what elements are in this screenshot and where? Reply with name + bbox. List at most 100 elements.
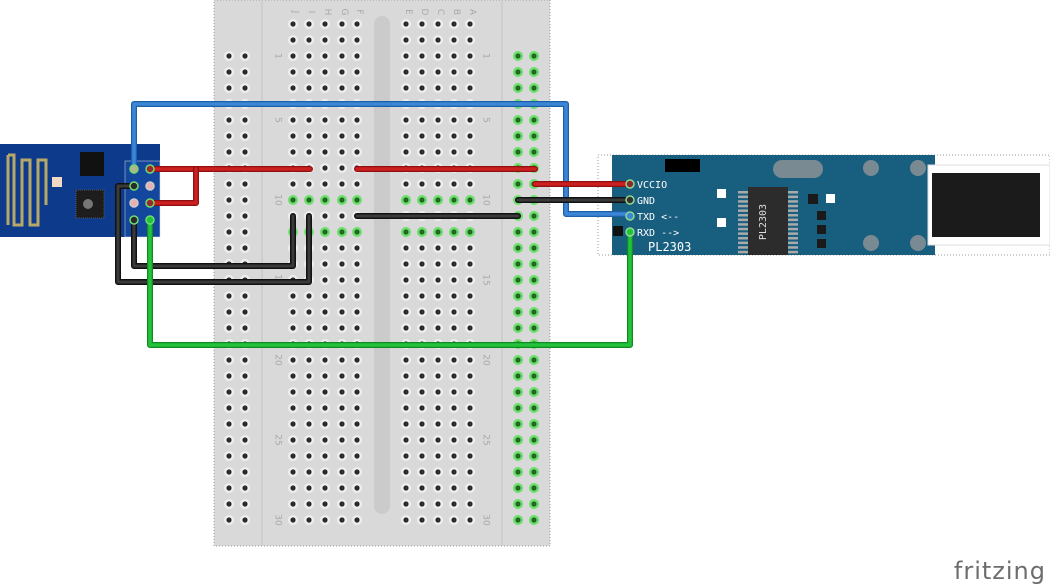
breadboard-hole-center <box>322 293 328 299</box>
rail-hole-center <box>226 53 232 59</box>
rail-hole-center <box>531 453 537 459</box>
rail-hole-center <box>242 309 248 315</box>
breadboard-hole-center <box>322 133 328 139</box>
breadboard-hole-center <box>403 133 409 139</box>
breadboard-hole-center <box>435 133 441 139</box>
esp-pin-gnd[interactable] <box>129 164 139 174</box>
rail-hole-center <box>515 293 521 299</box>
breadboard-hole-center <box>403 453 409 459</box>
breadboard-hole-center <box>467 293 473 299</box>
breadboard-hole-center <box>451 325 457 331</box>
breadboard-hole-center <box>354 133 360 139</box>
breadboard-hole-center <box>306 405 312 411</box>
breadboard-hole-center <box>435 85 441 91</box>
rail-hole-center <box>226 149 232 155</box>
breadboard-hole-center <box>435 277 441 283</box>
breadboard-hole-center <box>403 373 409 379</box>
breadboard-hole-center <box>451 261 457 267</box>
breadboard-hole-center <box>322 485 328 491</box>
breadboard-hole-center <box>419 293 425 299</box>
breadboard-hole-center <box>451 149 457 155</box>
adapter-pin-txd[interactable] <box>625 211 635 221</box>
breadboard-hole-center <box>435 405 441 411</box>
breadboard-hole-center <box>354 373 360 379</box>
breadboard-hole-center <box>339 245 345 251</box>
rail-hole-center <box>226 197 232 203</box>
esp-pin-vcc[interactable] <box>145 164 155 174</box>
breadboard-hole-center <box>322 389 328 395</box>
chip-pin <box>738 209 748 212</box>
breadboard-hole-center <box>322 197 328 203</box>
breadboard-hole-center <box>419 37 425 43</box>
breadboard-hole-center <box>322 405 328 411</box>
breadboard-hole-center <box>451 453 457 459</box>
rail-hole-center <box>531 469 537 475</box>
rail-hole-center <box>531 85 537 91</box>
rail-hole-center <box>515 53 521 59</box>
adapter-pin-rxd[interactable] <box>625 227 635 237</box>
breadboard-hole-center <box>403 53 409 59</box>
rail-hole-center <box>226 421 232 427</box>
breadboard-hole-center <box>419 421 425 427</box>
row-number: 30 <box>273 514 283 526</box>
adapter-pin-vccio[interactable] <box>625 179 635 189</box>
chip-pin <box>788 227 798 231</box>
esp-pin-rxd[interactable] <box>145 215 155 225</box>
adapter-pin-gnd[interactable] <box>625 195 635 205</box>
esp-pin-rst[interactable] <box>145 181 155 191</box>
rail-hole-center <box>242 469 248 475</box>
rail-hole-center <box>515 453 521 459</box>
breadboard-hole-center <box>403 261 409 267</box>
esp-pin-chpd[interactable] <box>145 198 155 208</box>
breadboard-hole-center <box>467 389 473 395</box>
breadboard-hole-center <box>419 117 425 123</box>
esp-pin-txd[interactable] <box>129 215 139 225</box>
breadboard-hole-center <box>354 453 360 459</box>
breadboard-hole-center <box>403 277 409 283</box>
breadboard-hole-center <box>419 69 425 75</box>
breadboard-hole-center <box>354 85 360 91</box>
rail-hole-center <box>515 117 521 123</box>
breadboard-hole-center <box>451 133 457 139</box>
esp-header-pins <box>129 164 155 225</box>
breadboard-hole-center <box>419 261 425 267</box>
wire-blue-txd-core <box>132 102 632 216</box>
breadboard-hole-center <box>403 485 409 491</box>
rail-hole-center <box>226 309 232 315</box>
breadboard-hole-center <box>306 501 312 507</box>
breadboard-hole-center <box>306 149 312 155</box>
rail-hole-center <box>226 245 232 251</box>
breadboard-hole-center <box>354 469 360 475</box>
rail-hole-center <box>531 501 537 507</box>
pin-block <box>613 226 623 236</box>
flash-chip <box>80 152 104 176</box>
breadboard-hole-center <box>339 357 345 363</box>
rail-hole-center <box>531 133 537 139</box>
mount-hole <box>910 235 926 251</box>
breadboard-hole-center <box>403 197 409 203</box>
center-channel <box>374 16 390 514</box>
row-number: 10 <box>481 194 491 206</box>
rail-hole-center <box>515 245 521 251</box>
rail-hole-center <box>242 133 248 139</box>
breadboard-hole-center <box>435 437 441 443</box>
breadboard-hole-center <box>290 325 296 331</box>
breadboard-hole-center <box>354 21 360 27</box>
chip-pin <box>788 246 798 249</box>
breadboard-hole-center <box>435 69 441 75</box>
breadboard-hole-center <box>306 85 312 91</box>
rail-hole-center <box>515 229 521 235</box>
breadboard-hole-center <box>306 373 312 379</box>
breadboard-hole-center <box>467 373 473 379</box>
rail-hole-center <box>242 293 248 299</box>
breadboard-hole-center <box>467 117 473 123</box>
breadboard-hole-center <box>290 53 296 59</box>
column-letter: C <box>435 9 445 15</box>
rail-hole-center <box>531 517 537 523</box>
esp-pin-gpio2[interactable] <box>129 181 139 191</box>
breadboard-hole-center <box>322 229 328 235</box>
breadboard-hole-center <box>419 181 425 187</box>
esp-pin-gpio0[interactable] <box>129 198 139 208</box>
breadboard-hole-center <box>467 21 473 27</box>
